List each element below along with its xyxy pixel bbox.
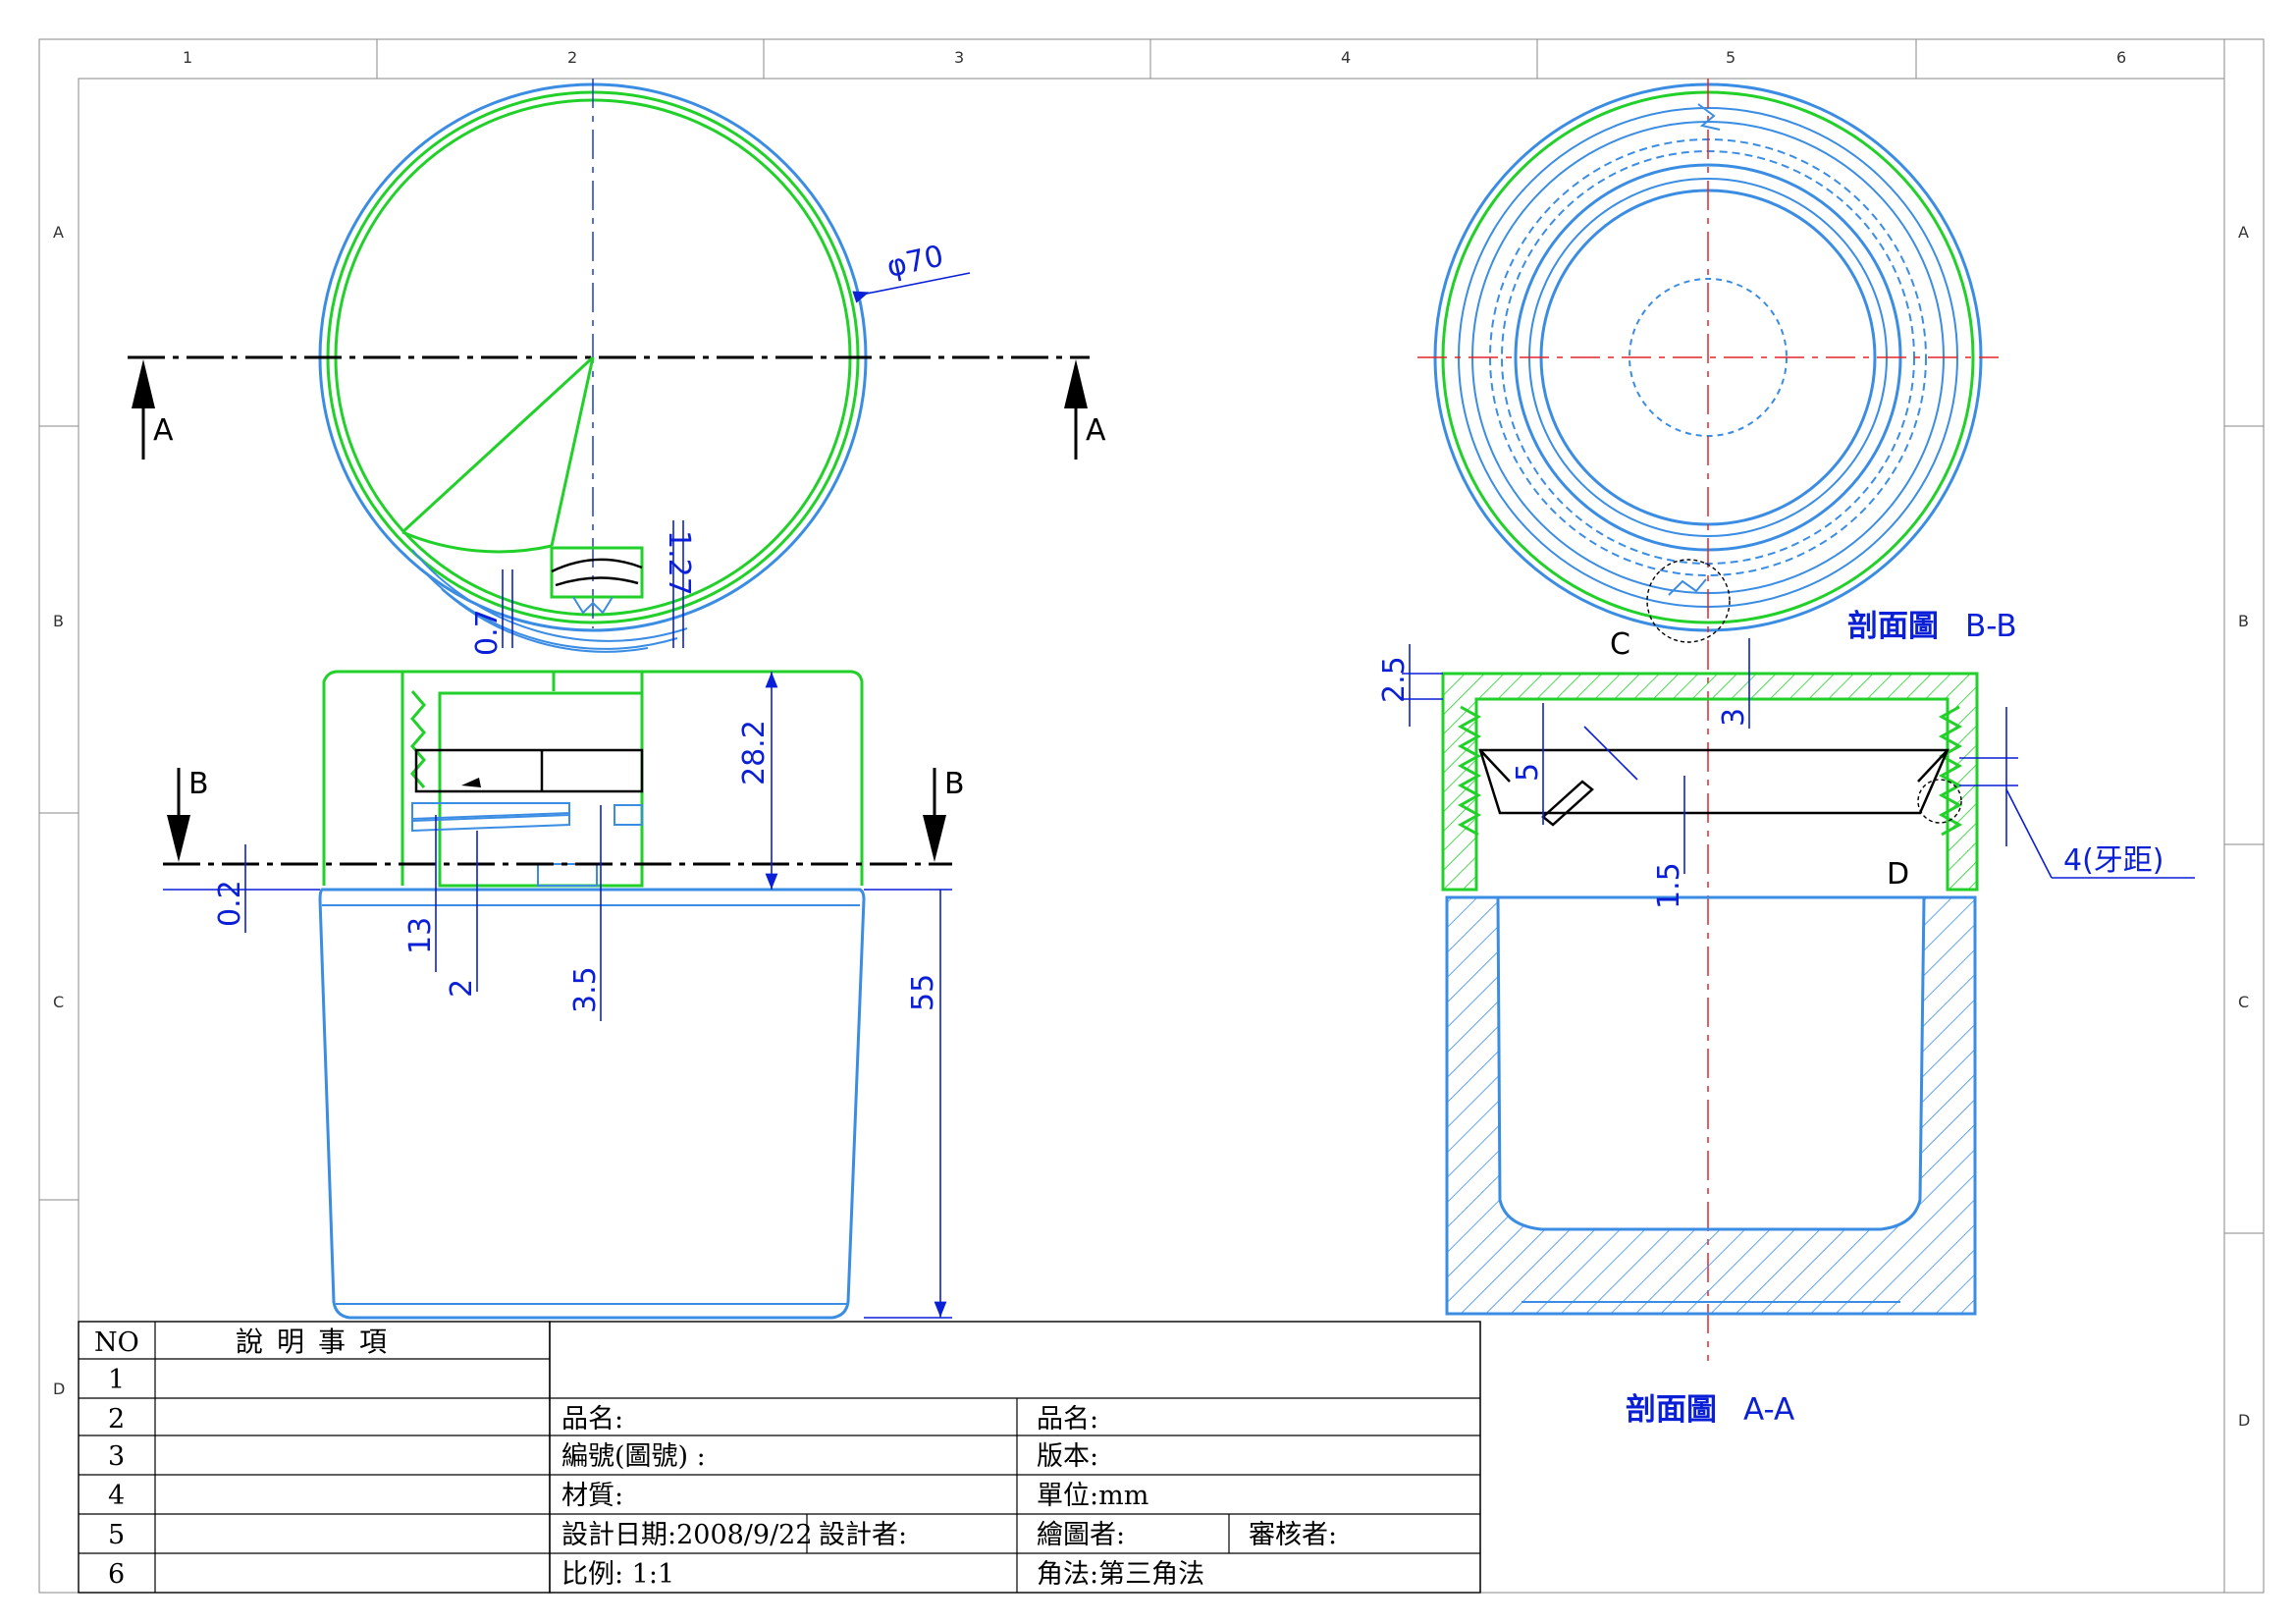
row-label-d-left: D xyxy=(53,1380,65,1398)
tb-designer: 設計者: xyxy=(819,1520,907,1550)
dim-28-2: 28.2 xyxy=(737,720,772,785)
tb-design-date: 設計日期:2008/9/22 xyxy=(561,1520,813,1550)
detail-label-c: C xyxy=(1610,627,1630,662)
notes-row-1: 1 xyxy=(108,1365,125,1395)
section-bb-view: C 剖面圖 B-B xyxy=(1417,79,2017,1361)
col-label-3: 3 xyxy=(954,48,964,67)
notes-header-desc: 說明事項 xyxy=(236,1326,400,1358)
section-marker-b-left: B xyxy=(188,767,209,801)
notes-row-5: 5 xyxy=(108,1520,125,1550)
dim-13: 13 xyxy=(403,917,438,954)
section-marker-a-left: A xyxy=(153,413,174,448)
col-label-1: 1 xyxy=(183,48,192,67)
notes-table: NO 說明事項 1 2 3 4 5 6 xyxy=(78,1321,551,1594)
row-label-c-left: C xyxy=(53,993,64,1011)
notes-row-3: 3 xyxy=(108,1441,125,1472)
dim-3-5: 3.5 xyxy=(568,966,603,1013)
notes-header-no: NO xyxy=(94,1327,139,1358)
tb-material: 材質: xyxy=(561,1481,623,1511)
row-label-a-right: A xyxy=(2238,223,2249,242)
front-view: B B 28.2 55 0.2 13 2 3.5 xyxy=(163,670,965,1320)
detail-label-d: D xyxy=(1887,857,1909,892)
section-aa-title: 剖面圖 xyxy=(1626,1392,1717,1428)
tb-projection: 角法:第三角法 xyxy=(1037,1559,1204,1590)
section-bb-suffix: B-B xyxy=(1965,609,2017,644)
notes-row-4: 4 xyxy=(108,1481,125,1511)
section-bb-title: 剖面圖 xyxy=(1847,609,1939,644)
col-label-5: 5 xyxy=(1726,48,1735,67)
section-aa-view: 2.5 3 5 1.5 4(牙距) D 剖面圖 A-A xyxy=(1377,638,2195,1428)
section-aa-suffix: A-A xyxy=(1743,1392,1794,1428)
dim-5: 5 xyxy=(1511,763,1545,782)
dim-3: 3 xyxy=(1717,708,1751,727)
notes-row-2: 2 xyxy=(108,1404,125,1435)
dim-1-27: 1.27 xyxy=(662,530,696,596)
dim-2: 2 xyxy=(445,979,479,998)
border-frame: 1 2 3 4 5 6 A B C D A B C D xyxy=(38,38,2265,1594)
tb-product-name-right: 品名: xyxy=(1037,1404,1098,1435)
dim-2-5: 2.5 xyxy=(1377,656,1412,703)
col-label-2: 2 xyxy=(567,48,577,67)
row-label-a-left: A xyxy=(53,223,64,242)
row-label-b-right: B xyxy=(2238,612,2249,630)
tb-drafter: 繪圖者: xyxy=(1037,1520,1125,1550)
top-view: A A φ70 1.27 0.7 xyxy=(128,79,1106,656)
dim-0-2: 0.2 xyxy=(213,880,247,927)
notes-row-6: 6 xyxy=(108,1559,125,1590)
tb-product-name-left: 品名: xyxy=(561,1404,623,1435)
tb-version: 版本: xyxy=(1037,1441,1098,1472)
tb-drawing-no: 編號(圖號) : xyxy=(561,1441,706,1472)
section-marker-a-right: A xyxy=(1086,413,1106,448)
col-label-4: 4 xyxy=(1341,48,1351,67)
row-label-d-right: D xyxy=(2238,1411,2250,1430)
row-label-c-right: C xyxy=(2238,993,2249,1011)
tb-unit: 單位:mm xyxy=(1037,1481,1148,1511)
section-marker-b-right: B xyxy=(944,767,965,801)
tb-scale: 比例: 1:1 xyxy=(561,1559,674,1590)
diameter-label: φ70 xyxy=(883,240,946,285)
row-label-b-left: B xyxy=(53,612,64,630)
dim-0-7: 0.7 xyxy=(470,609,505,656)
col-label-6: 6 xyxy=(2116,48,2126,67)
dim-55: 55 xyxy=(906,974,940,1011)
dim-1-5: 1.5 xyxy=(1652,862,1686,909)
tb-reviewer: 審核者: xyxy=(1249,1520,1337,1550)
title-block: 品名: 品名: 編號(圖號) : 版本: 材質: 單位:mm 設計日期:2008… xyxy=(549,1321,1481,1594)
dim-pitch: 4(牙距) xyxy=(2063,843,2164,878)
